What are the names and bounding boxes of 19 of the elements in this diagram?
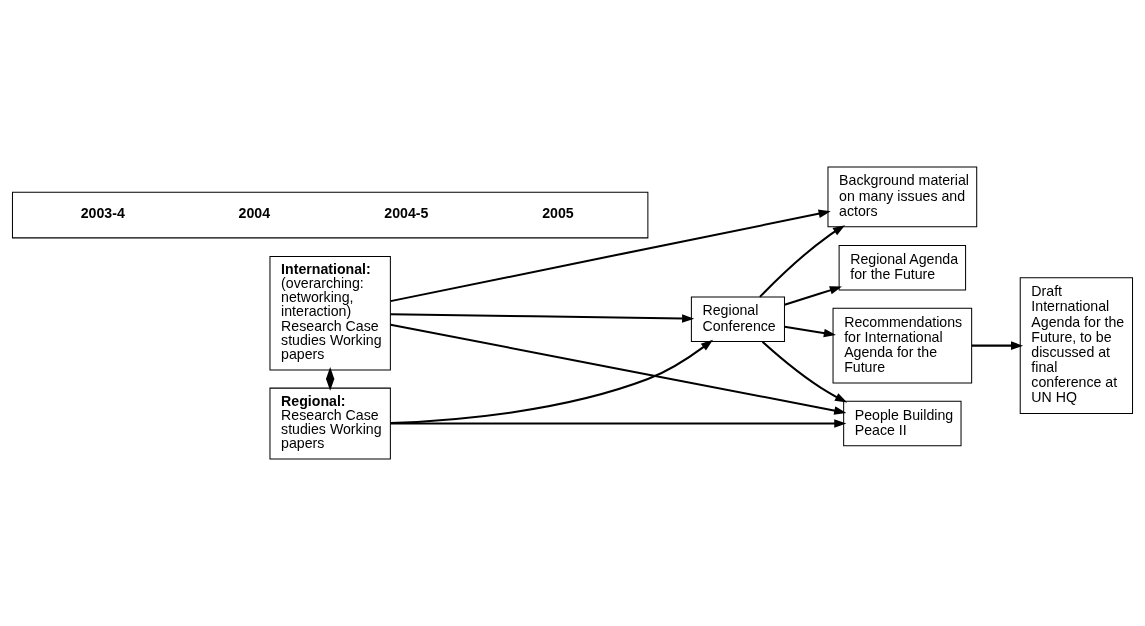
node-box: International: (overarching: networking, interaction) Research Case studies Working papers [269, 256, 391, 371]
arrow [759, 225, 846, 298]
arrow [971, 341, 1024, 350]
arrow [390, 323, 847, 415]
node-box: People Building Peace II [843, 400, 962, 447]
arrow [784, 286, 842, 306]
arrow [761, 340, 848, 403]
arrow [390, 313, 695, 323]
node-box: Regional Conference [690, 296, 785, 343]
node-box: Recommendations for International Agenda for the Future [832, 307, 973, 384]
node-box: Background material on many issues and actors [827, 166, 978, 228]
node-box: Draft International Agenda for the Future, to be discussed at final conference at UN HQ [1019, 277, 1134, 414]
arrow [784, 325, 836, 338]
arrow [390, 339, 714, 425]
arrow [390, 209, 831, 303]
node-box: 2003-4 2004 2004-5 2005 [11, 191, 649, 239]
node-box: Regional Agenda for the Future [838, 244, 967, 291]
arrow [390, 419, 847, 428]
node-box: Regional: Research Case studies Working papers [269, 387, 391, 460]
